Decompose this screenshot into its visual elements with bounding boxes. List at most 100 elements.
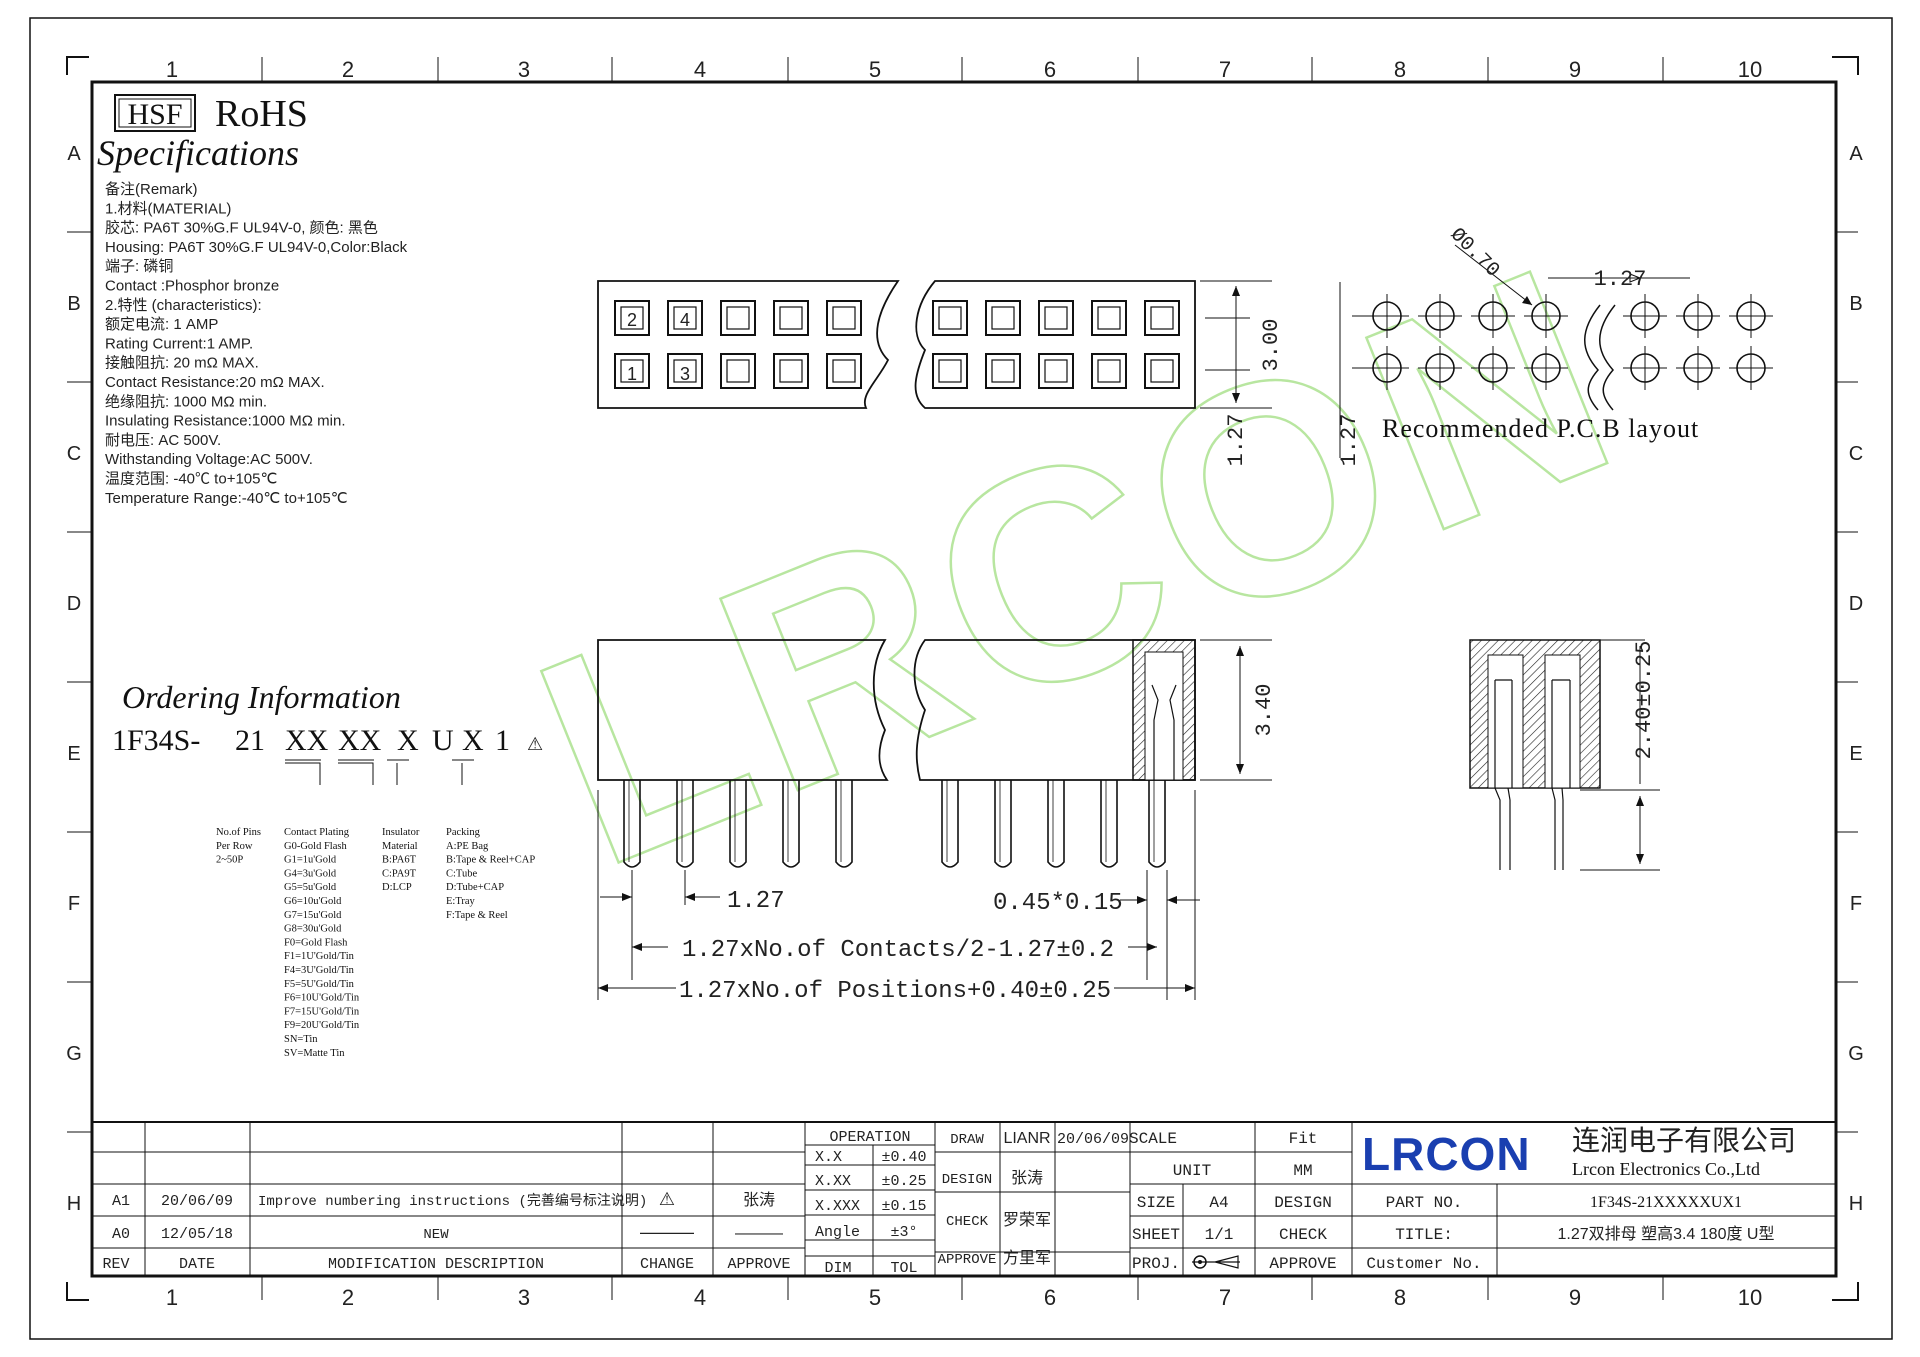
dim-text-pitch-v: 1.27	[1337, 414, 1362, 467]
ordering-option: No.of Pins	[216, 827, 261, 838]
contact-cell-inner	[1097, 359, 1121, 383]
grid-col-bottom-4: 4	[694, 1285, 706, 1310]
contact-cell-inner	[673, 306, 697, 330]
ordering-option: F0=Gold Flash	[284, 937, 348, 948]
ordering-option: Packing	[446, 827, 481, 838]
tol-dim-cell: X.XXX	[815, 1198, 860, 1215]
ordering-option: F1=1U'Gold/Tin	[284, 951, 355, 962]
pcb-hole-crosshair	[1676, 294, 1720, 338]
ordering-leaders	[285, 762, 398, 785]
remark-line: Withstanding Voltage:AC 500V.	[105, 451, 313, 468]
contact-cell-outer	[1038, 353, 1074, 389]
pcb-hole-crosshair	[1623, 346, 1667, 390]
side-view-body-left	[597, 639, 889, 781]
contact-cell-outer	[667, 353, 703, 389]
ordering-code-part: X	[462, 724, 484, 757]
grid-row-left-C: C	[67, 443, 81, 465]
operation-label: OPERATION	[829, 1129, 910, 1146]
ordering-option: G0-Gold Flash	[284, 841, 347, 852]
hsf-label: HSF	[127, 98, 182, 131]
grid-col-top-9: 9	[1569, 57, 1581, 82]
tol-value-cell: ±0.15	[881, 1198, 926, 1215]
remark-line: Contact :Phosphor bronze	[105, 278, 279, 295]
contact-cell-outer	[773, 353, 809, 389]
dim-line-pitch-side	[600, 870, 720, 980]
rev-desc-cell: NEW	[423, 1227, 449, 1243]
ordering-option: E:Tray	[446, 896, 476, 907]
dim-text-1-27-top: 1.27	[1224, 414, 1249, 467]
grid-col-bottom-5: 5	[869, 1285, 881, 1310]
remark-line: Rating Current:1 AMP.	[105, 335, 253, 352]
remark-line: Housing: PA6T 30%G.F UL94V-0,Color:Black	[105, 239, 408, 256]
contact-cell-inner	[938, 306, 962, 330]
proj-label: PROJ.	[1132, 1255, 1180, 1273]
ordering-option: G7=15u'Gold	[284, 910, 342, 921]
side-pin	[941, 780, 959, 868]
ordering-option: Material	[382, 841, 418, 852]
pcb-caption: Recommended P.C.B layout	[1382, 414, 1699, 443]
inner-border	[90, 80, 1838, 1278]
section-cavity-right	[1544, 654, 1581, 789]
company-block: LRCON 连润电子有限公司 Lrcon Electronics Co.,Ltd…	[1362, 1125, 1796, 1273]
contact-cell-inner	[991, 306, 1015, 330]
tol-dim-cell: X.X	[815, 1149, 842, 1166]
approval-role: DRAW	[950, 1132, 984, 1148]
corner-marks	[66, 56, 1859, 1301]
pcb-layout: Ø0.70 1.27 1.27 Recommended P.C.B layout	[1337, 224, 1773, 467]
side-view-body-right	[913, 639, 1196, 781]
watermark-text: LRCON	[498, 200, 1659, 930]
grid-row-left-B: B	[67, 293, 80, 315]
approval-name: 罗荣军	[1003, 1211, 1051, 1229]
grid-col-bottom-3: 3	[518, 1285, 530, 1310]
sheet-label: SHEET	[1132, 1226, 1180, 1244]
contact-cell-outer	[1038, 300, 1074, 336]
top-view-body-left	[597, 280, 900, 409]
pcb-hole-crosshair	[1729, 346, 1773, 390]
contact-cell-outer	[1091, 300, 1127, 336]
section-tails	[1494, 787, 1564, 870]
remark-line: 温度范围: -40℃ to+105℃	[105, 471, 277, 488]
grid-col-bottom-9: 9	[1569, 1285, 1581, 1310]
outer-frame	[29, 17, 1893, 1340]
grid-col-top-2: 2	[342, 57, 354, 82]
ordering-option: G6=10u'Gold	[284, 896, 342, 907]
contact-cell-inner	[1150, 306, 1174, 330]
ordering-code-part: 1	[495, 724, 510, 757]
side-pin	[1047, 780, 1065, 868]
top-view-body-right	[914, 280, 1196, 409]
contact-cell-inner	[673, 359, 697, 383]
grid-col-top-7: 7	[1219, 57, 1231, 82]
contact-cell-outer	[826, 300, 862, 336]
ordering-option: SV=Matte Tin	[284, 1048, 345, 1059]
contact-cell-outer	[1144, 353, 1180, 389]
side-pin	[676, 780, 694, 868]
grid-row-right-G: G	[1848, 1043, 1864, 1065]
side-pin	[835, 780, 853, 868]
pcb-holes	[1365, 294, 1773, 390]
info-table: SCALE Fit UNIT MM SIZE A4 DESIGN SHEET 1…	[1129, 1130, 1337, 1273]
dim-text-3-40: 3.40	[1252, 684, 1277, 737]
contact-cell-outer	[614, 353, 650, 389]
scale-value: Fit	[1289, 1130, 1318, 1148]
remark-line: Contact Resistance:20 mΩ MAX.	[105, 374, 325, 391]
unit-label: UNIT	[1173, 1162, 1211, 1180]
approve-label: APPROVE	[1269, 1255, 1336, 1273]
contact-cell-inner	[832, 359, 856, 383]
contact-cell-inner	[726, 306, 750, 330]
remark-line: Temperature Range:-40℃ to+105℃	[105, 490, 348, 507]
ordering-option: D:LCP	[382, 882, 412, 893]
rev-date-cell: 12/05/18	[161, 1226, 233, 1243]
ordering-code-part: 21	[235, 724, 265, 757]
side-pin	[994, 780, 1012, 868]
hole-leader	[1454, 244, 1533, 306]
approval-role: DESIGN	[942, 1172, 992, 1188]
dim-text-pitch-h: 1.27	[1594, 267, 1647, 292]
top-view-contacts	[614, 300, 1180, 389]
ordering-code-part: U	[432, 724, 454, 757]
contact-cell-inner	[1097, 306, 1121, 330]
